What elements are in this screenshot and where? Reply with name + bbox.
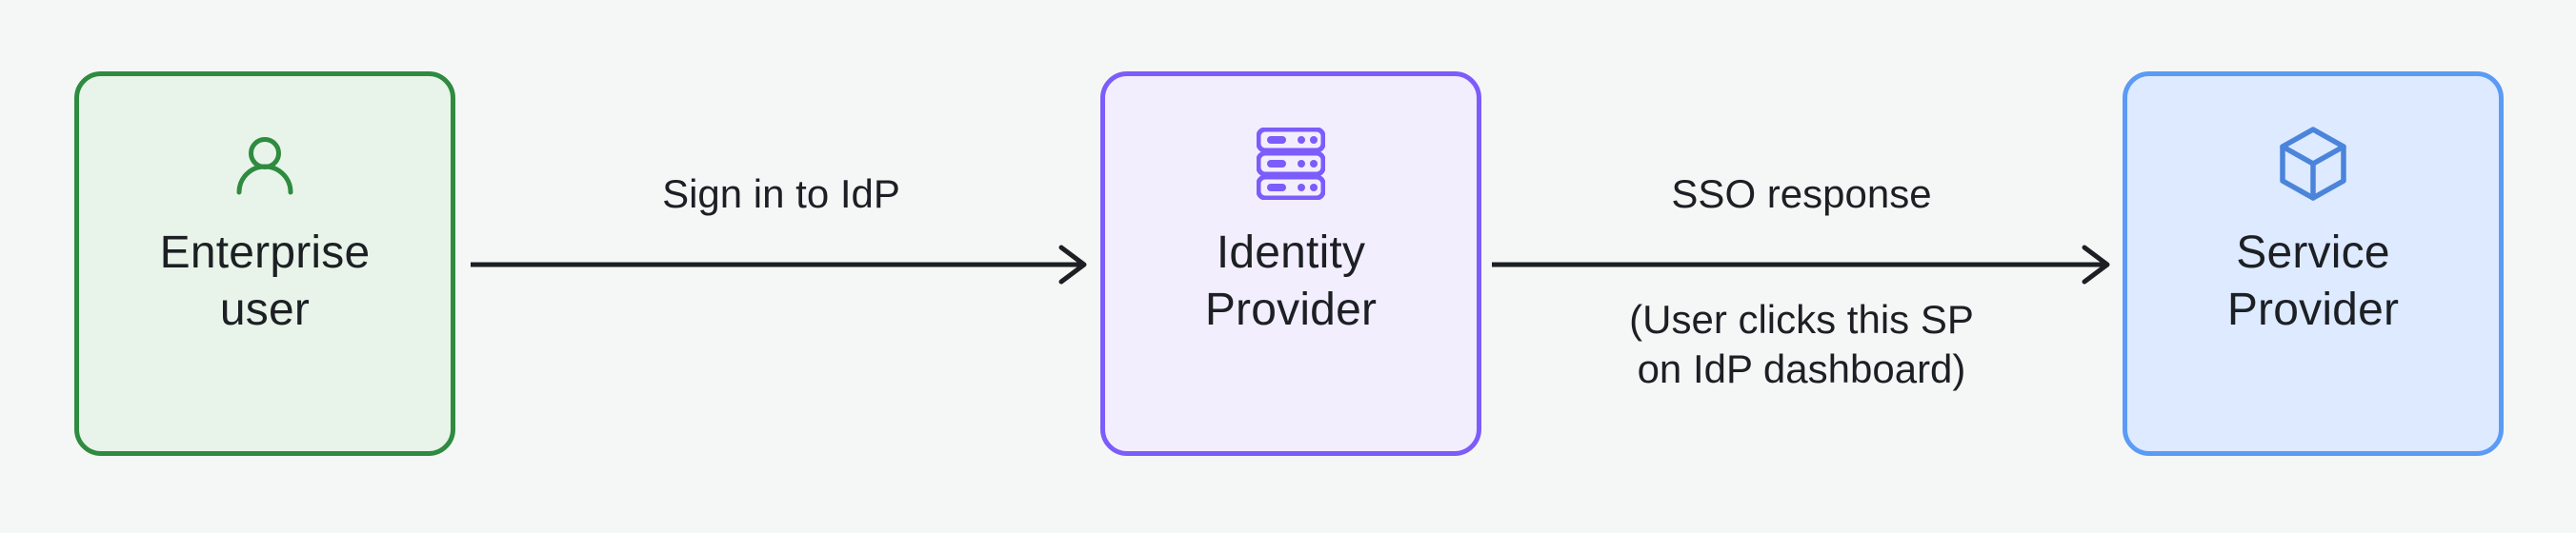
edge-label-sso-response: SSO response [1671,171,1932,216]
node-service-provider[interactable]: Service Provider [2123,71,2504,456]
node-label-enterprise-user: Enterprise user [159,227,371,335]
node-enterprise-user[interactable]: Enterprise user [74,71,455,456]
node-label-identity-provider: Identity Provider [1204,227,1378,335]
arrow-user-to-idp [471,236,1088,293]
edge-label-sso-note: (User clicks this SP on IdP dashboard) [1629,297,1974,391]
edge-label-sign-in-to-idp: Sign in to IdP [662,171,900,216]
node-identity-provider[interactable]: Identity Provider [1100,71,1481,456]
node-label-service-provider: Service Provider [2226,227,2400,335]
arrow-idp-to-sp [1492,236,2111,293]
cube-icon [2278,127,2348,201]
person-icon [231,129,299,198]
server-rack-icon [1257,128,1325,200]
